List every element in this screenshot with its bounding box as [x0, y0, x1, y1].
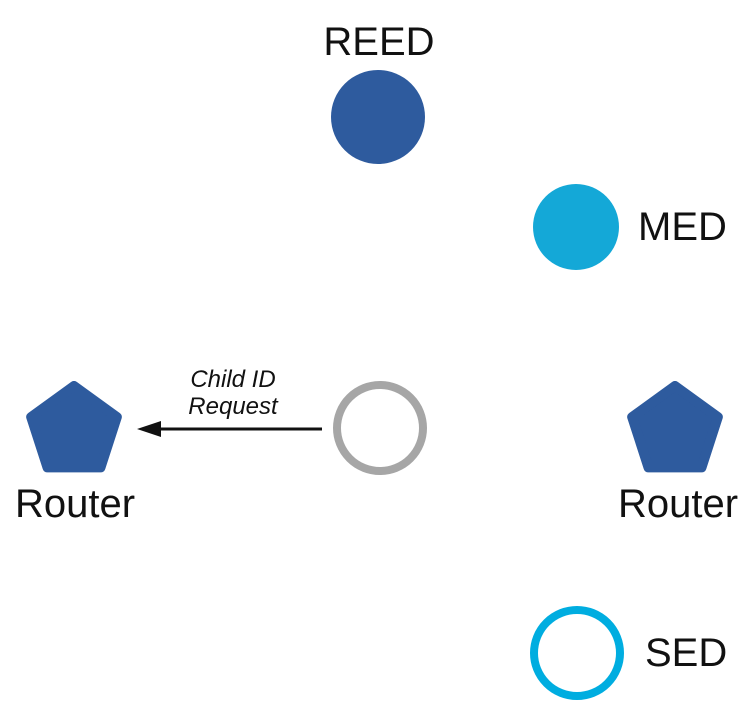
sed-node-circle-icon [530, 606, 624, 700]
med-label: MED [638, 205, 727, 249]
child-id-request-message: Child ID Request [158, 366, 308, 420]
router-left-pentagon-icon [26, 381, 122, 473]
message-line-1: Child ID [190, 366, 276, 393]
router-right-label: Router [617, 482, 739, 526]
reed-node-circle-icon [331, 70, 425, 164]
router-right-pentagon-icon [627, 381, 723, 473]
reed-label: REED [323, 20, 435, 64]
med-node-circle-icon [533, 184, 619, 270]
joiner-node-circle-icon [333, 381, 427, 475]
router-left-label: Router [14, 482, 136, 526]
message-line-2: Request [188, 393, 278, 420]
child-id-request-arrow-icon [137, 421, 322, 437]
sed-label: SED [645, 631, 728, 675]
